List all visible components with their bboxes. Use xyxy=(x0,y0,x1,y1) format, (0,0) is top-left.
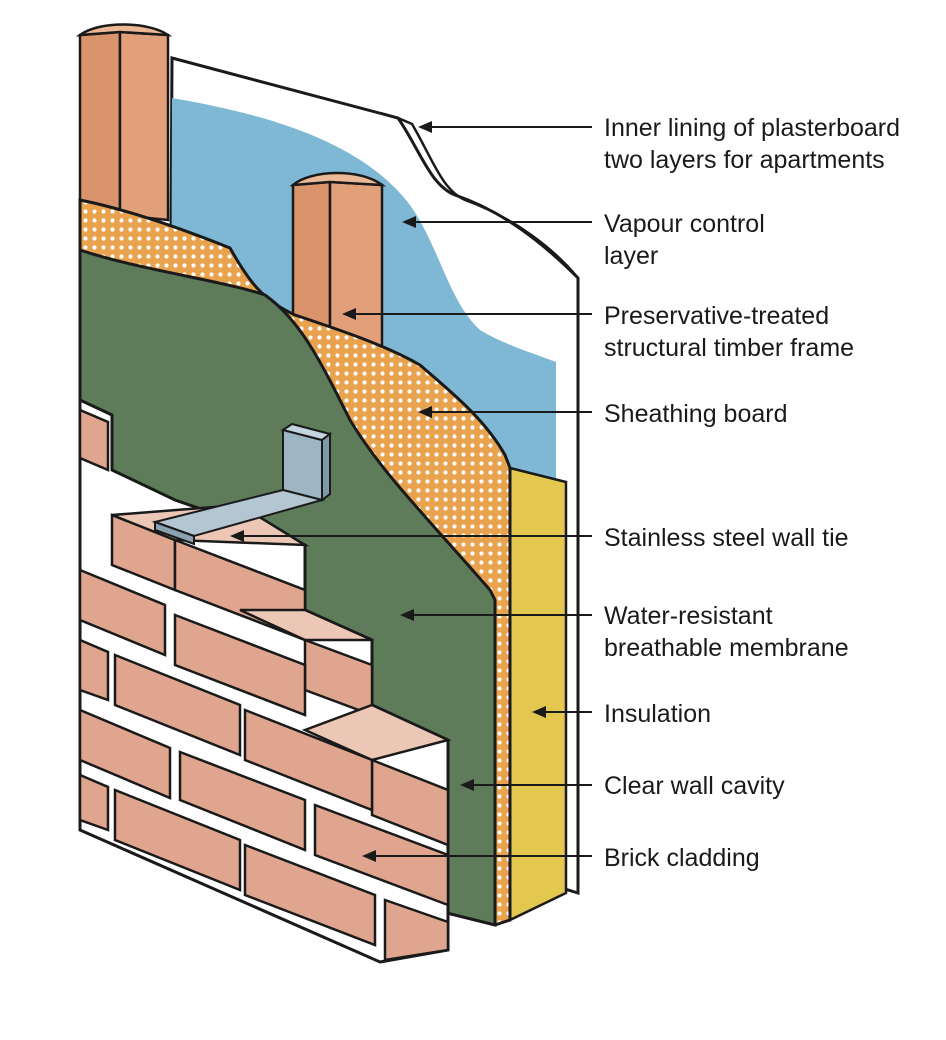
arrowhead-icon xyxy=(362,850,376,862)
plasterboard-second-layer xyxy=(397,116,579,279)
label-vapour: Vapour control layer xyxy=(604,210,765,270)
timber-stud-front xyxy=(289,171,386,350)
label-plasterboard-line: Inner lining of plasterboard xyxy=(604,114,900,142)
brick xyxy=(78,773,110,832)
arrowhead-icon xyxy=(532,706,546,718)
wall-tie xyxy=(151,422,333,546)
brick xyxy=(383,898,450,962)
label-vapour-line: layer xyxy=(604,242,658,270)
label-vapour-line: Vapour control xyxy=(604,210,765,238)
label-brick-line: Brick cladding xyxy=(604,844,760,872)
brick xyxy=(78,568,167,657)
label-membrane-line: breathable membrane xyxy=(604,634,849,662)
label-walltie: Stainless steel wall tie xyxy=(604,524,849,552)
label-timber: Preservative-treated structural timber fr… xyxy=(604,302,854,362)
label-membrane-line: Water-resistant xyxy=(604,602,773,630)
label-insulation-line: Insulation xyxy=(604,700,711,728)
brick xyxy=(113,653,242,757)
label-cavity-line: Clear wall cavity xyxy=(604,772,785,800)
label-timber-line: Preservative-treated xyxy=(604,302,829,330)
label-plasterboard: Inner lining of plasterboard two layers f… xyxy=(604,114,900,174)
brick xyxy=(78,408,110,472)
label-brick: Brick cladding xyxy=(604,844,760,872)
label-cavity: Clear wall cavity xyxy=(604,772,785,800)
arrowhead-icon xyxy=(402,216,416,228)
brick-top-face xyxy=(239,608,373,642)
timber-stud-back xyxy=(75,23,173,222)
brick xyxy=(78,708,172,800)
arrowhead-icon xyxy=(400,609,414,621)
arrowhead-icon xyxy=(418,406,432,418)
brick xyxy=(78,638,110,702)
brick xyxy=(243,843,377,947)
label-sheathing-line: Sheathing board xyxy=(604,400,787,428)
label-membrane: Water-resistant breathable membrane xyxy=(604,602,849,662)
label-plasterboard-line: two layers for apartments xyxy=(604,146,885,174)
brick xyxy=(113,788,242,892)
arrowhead-icon xyxy=(230,530,244,542)
arrowhead-icon xyxy=(418,121,432,133)
label-sheathing: Sheathing board xyxy=(604,400,787,428)
label-timber-line: structural timber frame xyxy=(604,334,854,362)
arrowhead-icon xyxy=(342,308,356,320)
brick xyxy=(173,613,307,717)
label-insulation: Insulation xyxy=(604,700,711,728)
brick xyxy=(243,708,374,812)
label-walltie-line: Stainless steel wall tie xyxy=(604,524,849,552)
arrowhead-icon xyxy=(460,779,474,791)
brick xyxy=(178,750,307,852)
brick-cladding xyxy=(78,397,452,964)
